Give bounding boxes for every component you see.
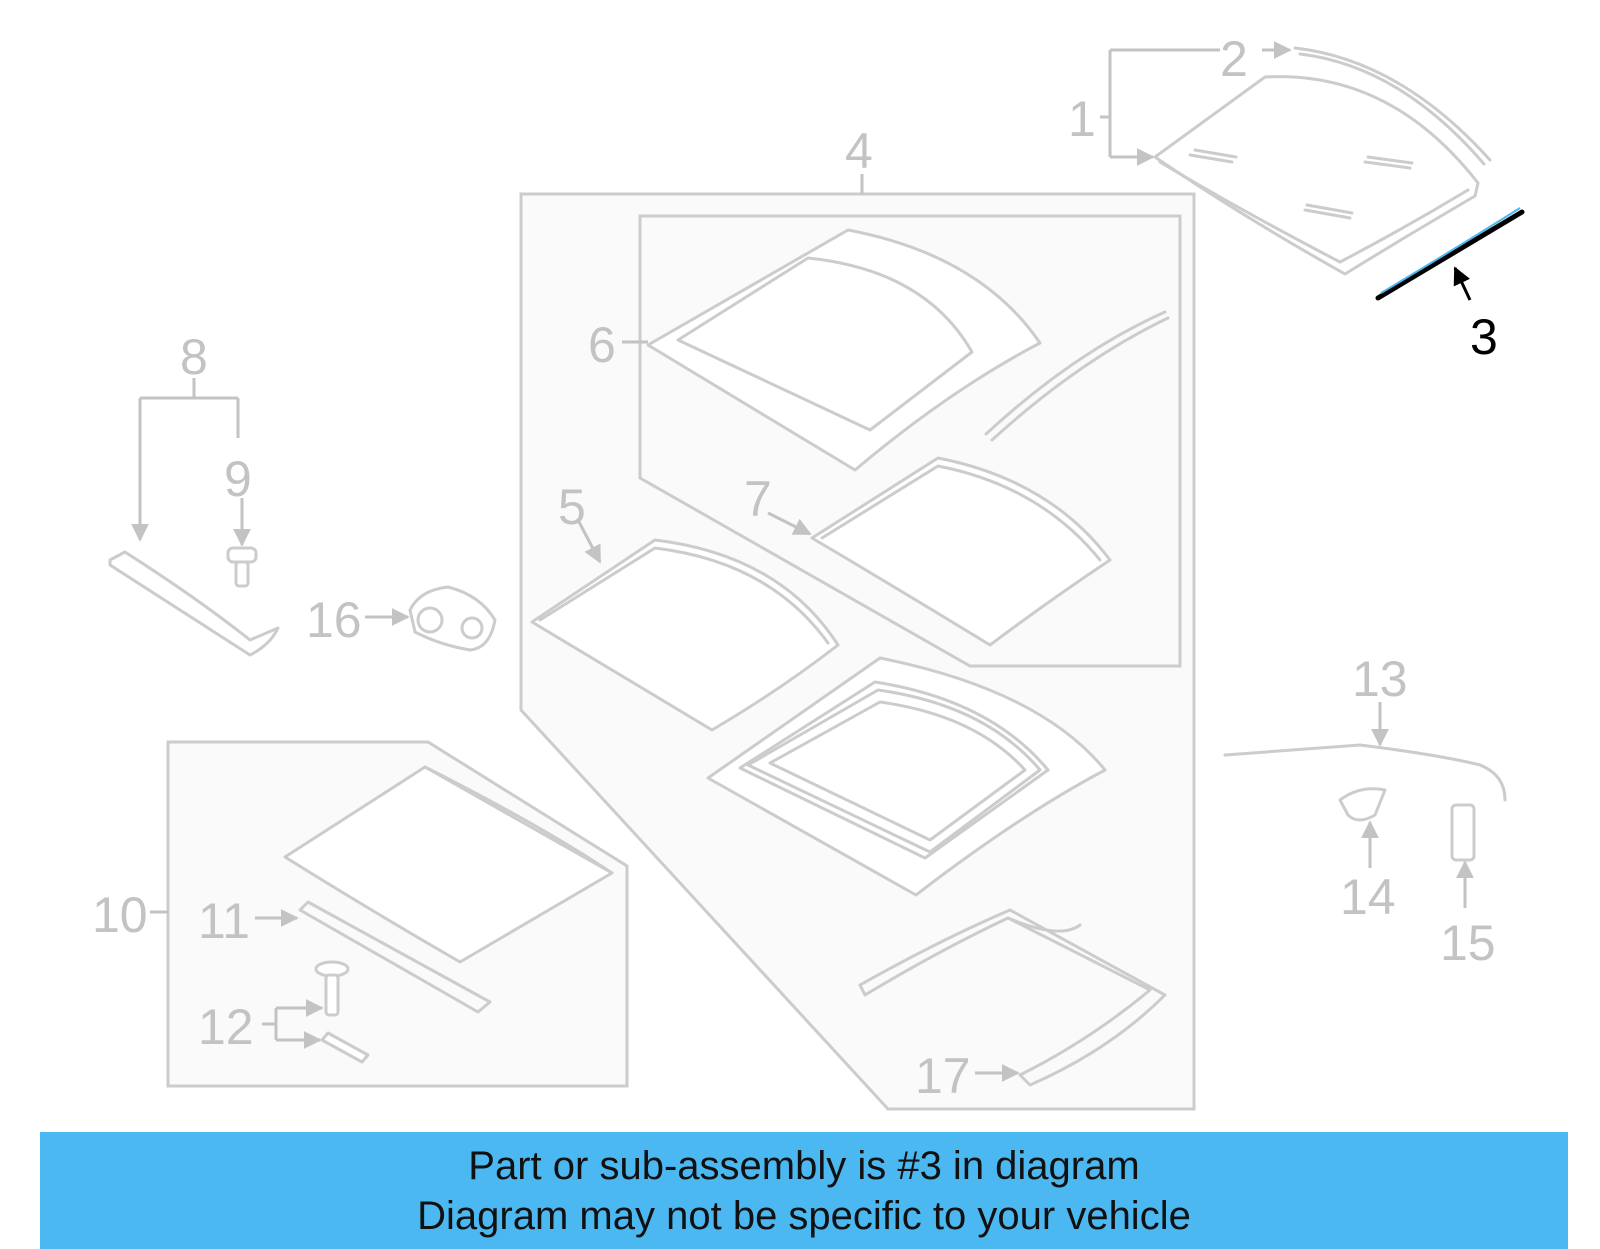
part-11-bar[interactable] [298,900,492,1014]
part-7-panel[interactable] [810,456,1112,647]
label-16: 16 [306,592,362,648]
label-13: 13 [1352,651,1408,707]
label-6: 6 [588,317,616,373]
part-16-motor[interactable] [408,585,497,652]
info-banner: Part or sub-assembly is #3 in diagram Di… [40,1132,1568,1249]
part-9-clip[interactable] [226,546,258,588]
label-1: 1 [1068,91,1096,147]
label-7: 7 [744,471,772,527]
label-17: 17 [915,1048,971,1104]
label-14: 14 [1340,869,1396,925]
label-4: 4 [845,123,873,179]
label-3: 3 [1470,309,1498,365]
label-11: 11 [198,893,250,949]
label-5: 5 [558,479,586,535]
leader-12 [262,1008,278,1040]
part-12-screw[interactable] [314,960,370,1064]
label-9: 9 [224,451,252,507]
banner-line-2: Diagram may not be specific to your vehi… [417,1193,1191,1238]
label-2: 2 [1220,31,1248,87]
leader-3 [1453,266,1472,301]
part-3-seal-highlighted[interactable] [1375,207,1525,301]
part-14-clip[interactable] [1338,787,1387,822]
label-10: 10 [92,887,148,943]
part-2-seal[interactable] [1293,46,1492,166]
part-6-frame[interactable] [646,228,1170,472]
leader-7 [767,511,812,536]
part-13-drain-hose[interactable] [1223,743,1507,802]
label-15: 15 [1440,915,1496,971]
sunroof-frame-assembly[interactable] [706,656,1107,897]
label-8: 8 [180,329,208,385]
part-5-panel[interactable] [530,538,840,732]
part-17-rail-frame[interactable] [858,908,1167,1087]
part-15-valve[interactable] [1450,803,1476,862]
label-12: 12 [198,999,254,1055]
part-1-glass-panel[interactable] [1153,75,1480,276]
leader-1 [1100,48,1220,159]
part-8-deflector[interactable] [108,550,280,657]
leader-8 [140,378,240,438]
banner-line-1: Part or sub-assembly is #3 in diagram [468,1143,1140,1188]
part-10-sunshade[interactable] [283,765,614,964]
leader-5 [576,519,602,564]
